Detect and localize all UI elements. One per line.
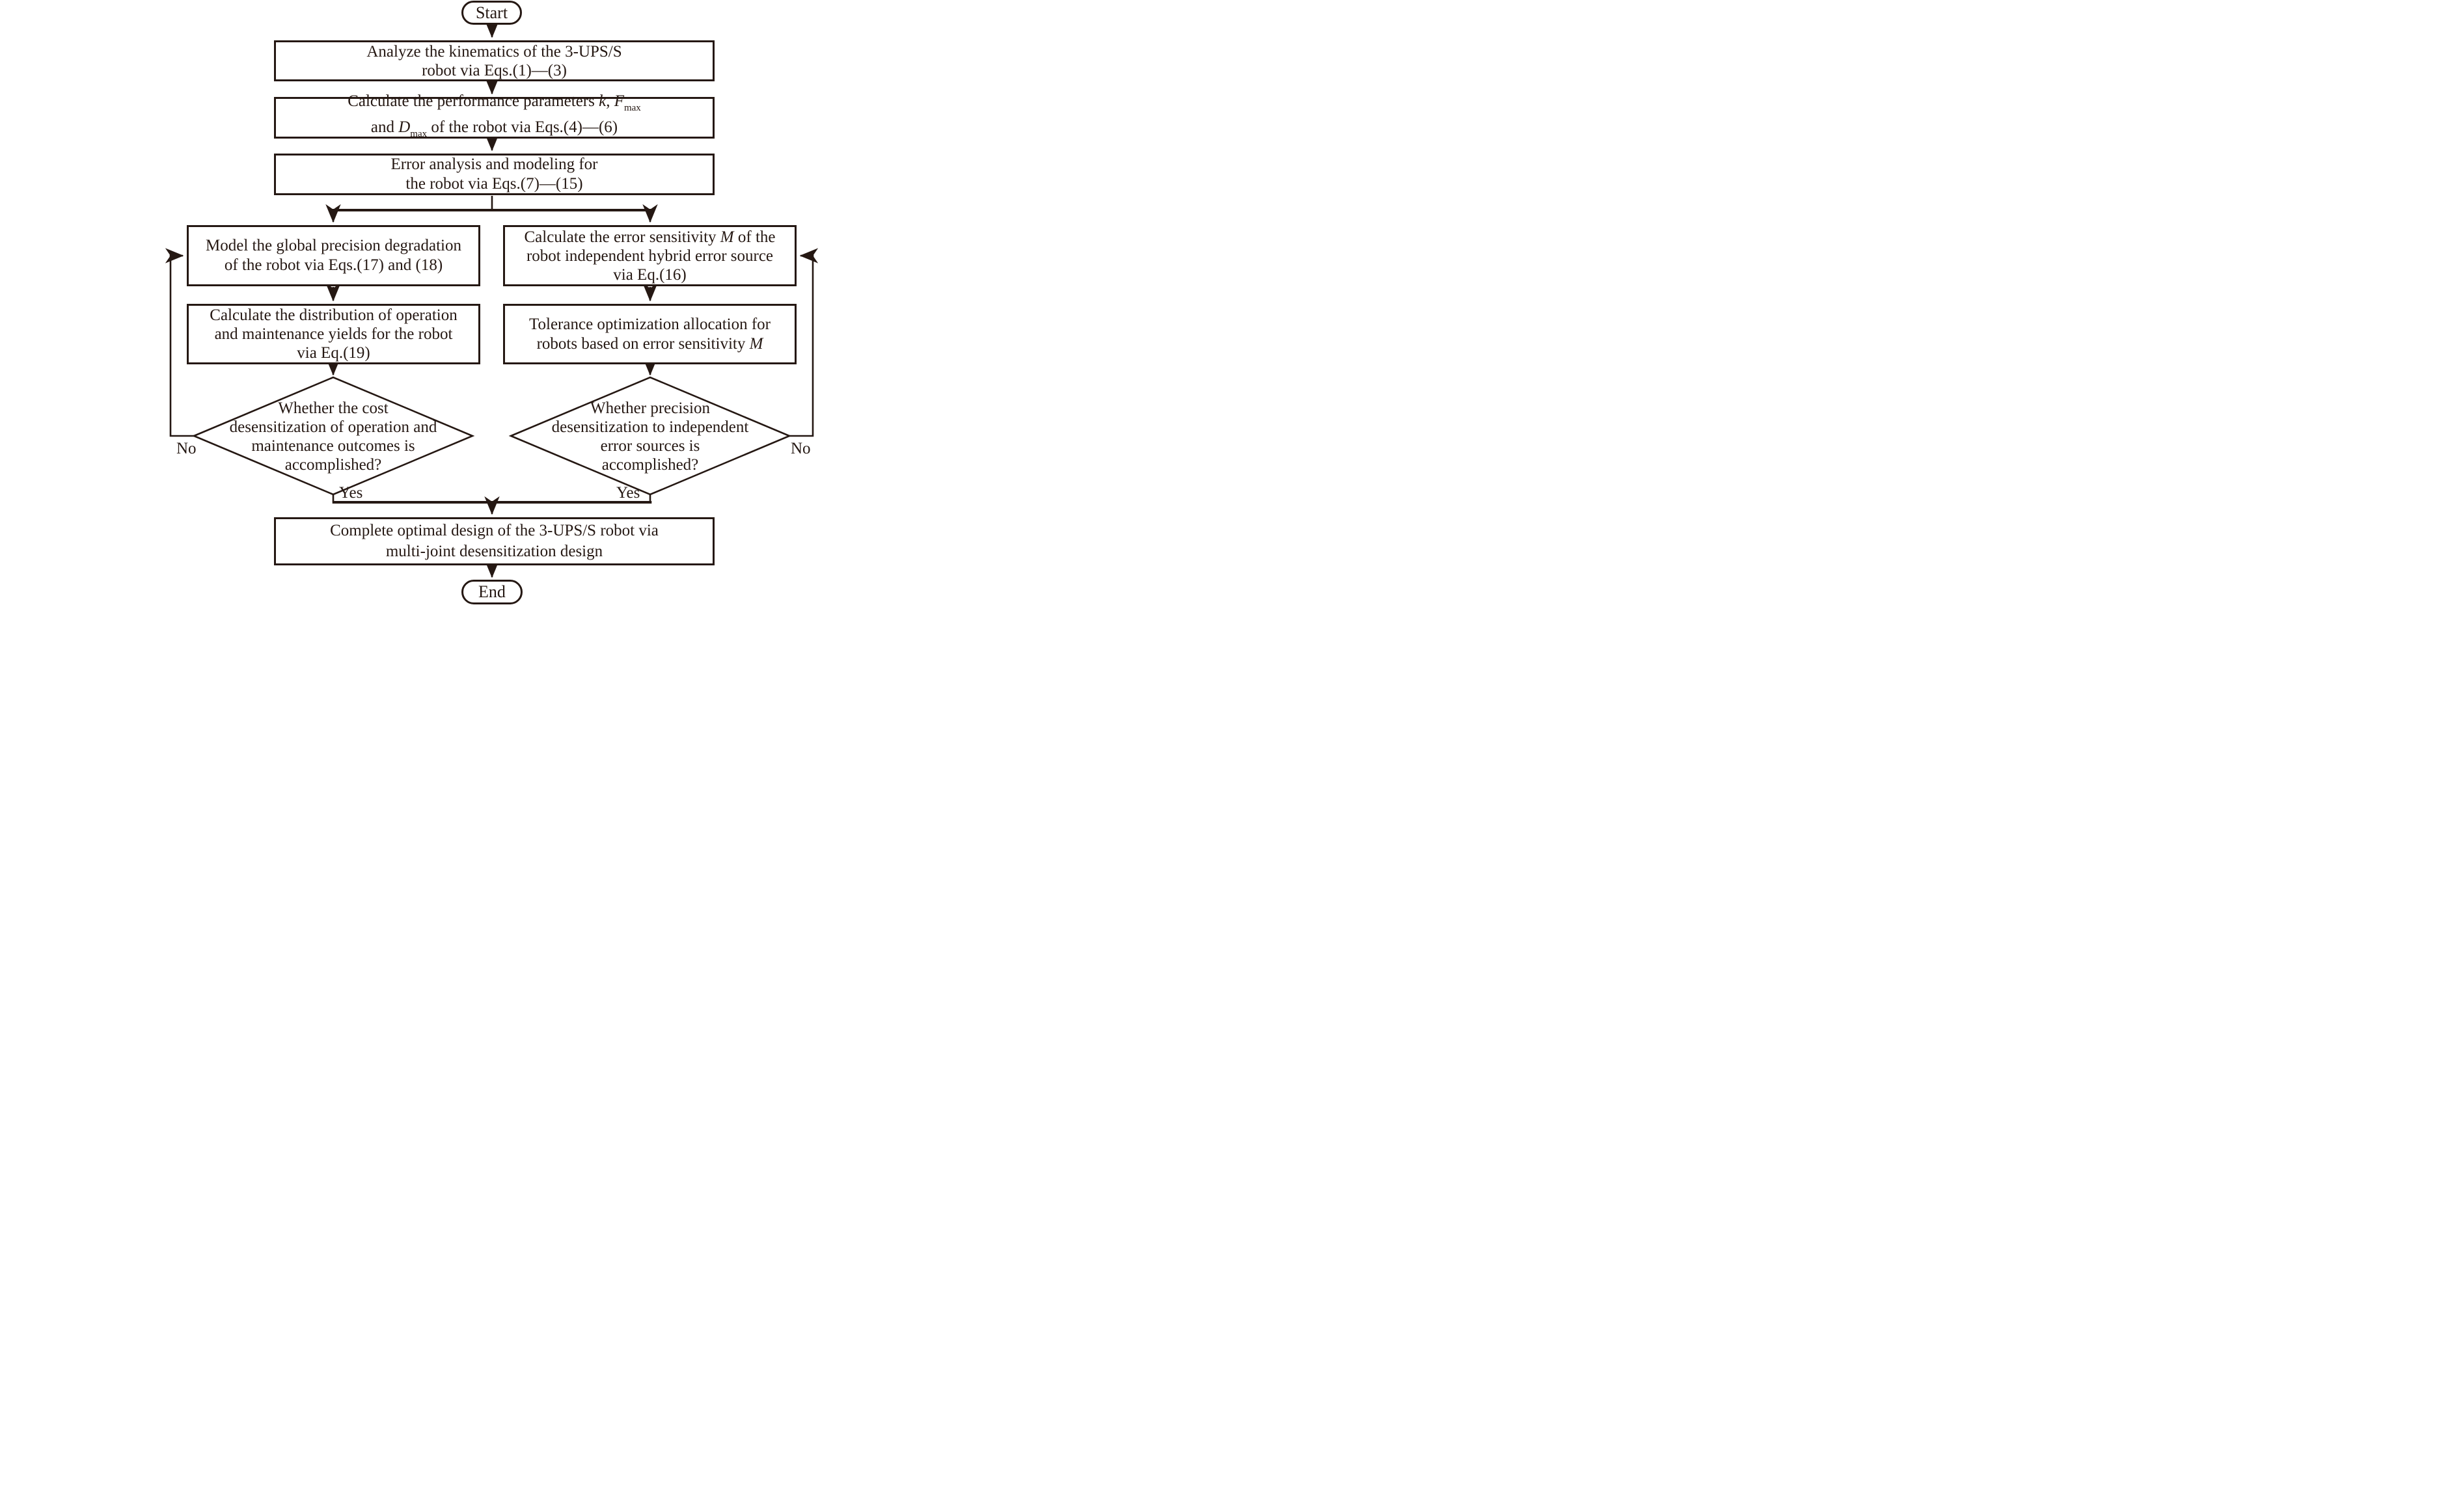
params-line-1: Calculate the performance parameters k, … [348,92,641,113]
error-analysis-line-1: Error analysis and modeling for [390,155,598,173]
tolerance-line-2: robots based on error sensitivity M [536,334,763,353]
error-sensitivity-line-2: robot independent hybrid error source [526,247,774,265]
distribution-line-1: Calculate the distribution of operation [210,306,458,324]
flowchart-diagram: Start Analyze the kinematics of the 3-UP… [0,0,984,605]
complete-line-1: Complete optimal design of the 3-UPS/S r… [330,522,659,539]
distribution-line-2: and maintenance yields for the robot [214,325,453,343]
precision-decision-text: Whether precision desensitization to ind… [532,399,769,474]
params-line-2: and Dmax of the robot via Eqs.(4)—(6) [370,118,618,139]
analyze-kinematics-box: Analyze the kinematics of the 3-UPS/S ro… [274,40,715,81]
start-node: Start [461,1,522,25]
precision-decision-line-1: Whether precision [590,399,710,417]
precision-decision-line-4: accomplished? [601,456,699,474]
analyze-line-2: robot via Eqs.(1)—(3) [422,61,567,79]
distribution-line-3: via Eq.(19) [297,344,370,362]
error-sensitivity-line-3: via Eq.(16) [613,265,687,284]
error-sensitivity-box: Calculate the error sensitivity M of the… [503,225,797,286]
no-loop-right [789,248,819,437]
cost-decision-line-3: maintenance outcomes is [251,437,415,455]
precision-decision-diamond [508,376,792,496]
error-analysis-box: Error analysis and modeling for the robo… [274,154,715,195]
complete-design-box: Complete optimal design of the 3-UPS/S r… [274,517,715,565]
global-precision-line-2: of the robot via Eqs.(17) and (18) [224,256,443,274]
analyze-line-1: Analyze the kinematics of the 3-UPS/S [366,42,622,61]
no-label-left: No [176,440,197,457]
cost-decision-diamond [191,376,475,496]
cost-decision-line-1: Whether the cost [278,399,389,417]
no-label-right: No [791,440,811,457]
cost-decision-line-4: accomplished? [284,456,382,474]
cost-decision-text: Whether the cost desensitization of oper… [215,399,452,474]
yes-label-left: Yes [339,484,363,502]
complete-line-2: multi-joint desensitization design [385,543,603,560]
global-precision-box: Model the global precision degradation o… [187,225,480,286]
connector-layer [165,19,819,578]
error-sensitivity-line-1: Calculate the error sensitivity M of the [524,228,776,246]
yes-label-right: Yes [616,484,640,502]
no-loop-left [165,248,194,437]
performance-parameters-box: Calculate the performance parameters k, … [274,92,715,139]
cost-decision-line-2: desensitization of operation and [229,418,437,436]
end-label: End [478,582,506,601]
distribution-box: Calculate the distribution of operation … [187,304,480,364]
start-label: Start [475,3,508,22]
precision-decision-line-2: desensitization to independent [551,418,749,436]
end-node: End [461,580,523,604]
error-analysis-line-2: the robot via Eqs.(7)—(15) [405,175,583,193]
tolerance-box: Tolerance optimization allocation for ro… [503,304,797,364]
precision-decision-line-3: error sources is [600,437,700,455]
tolerance-line-1: Tolerance optimization allocation for [528,315,771,333]
global-precision-line-1: Model the global precision degradation [206,237,461,254]
